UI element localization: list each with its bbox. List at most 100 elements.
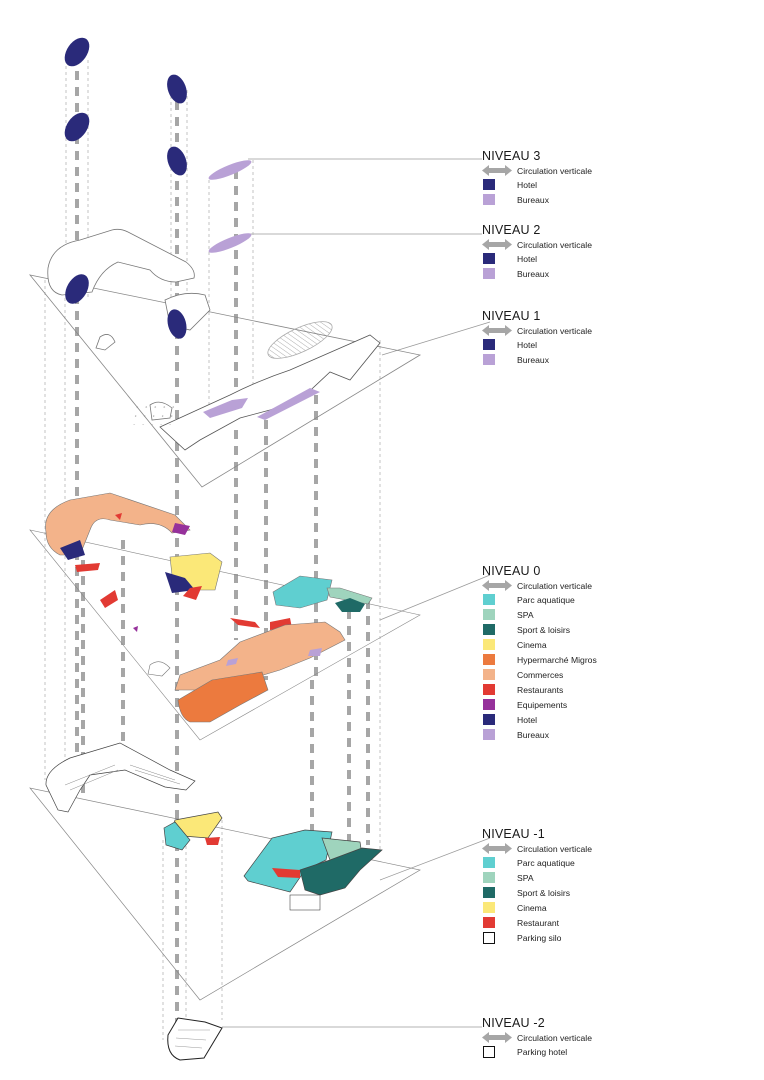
parc-aquatique-cinema (163, 821, 191, 851)
leader-line-niveau-m1 (379, 837, 491, 881)
level-1-plate (28, 274, 422, 488)
legend-item-parc-aquatique: Parc aquatique (482, 855, 652, 870)
legend-niveau-0: NIVEAU 0 Circulation verticale Parc aqua… (482, 565, 652, 742)
legend-item-equipements: Equipements (482, 697, 652, 712)
leader-lines (222, 158, 491, 1028)
parc-aquatique-swatch (483, 594, 495, 605)
legend-item-circulation: Circulation verticale (482, 238, 652, 251)
projection-lines (44, 60, 381, 1040)
level-m1-plate (29, 787, 421, 1001)
bureaux-swatch (483, 354, 495, 365)
restaurant (115, 513, 122, 520)
level-m1-plan (29, 742, 421, 1001)
legend-title: NIVEAU 2 (482, 223, 541, 237)
hotel-swatch (483, 253, 495, 264)
legend-item-hotel: Hotel (482, 177, 652, 192)
spa-level-0 (326, 587, 373, 605)
cinema-swatch (483, 902, 495, 913)
legend-item-sport-loisirs: Sport & loisirs (482, 622, 652, 637)
legend-title: NIVEAU -2 (482, 1016, 545, 1030)
stair-plan (289, 894, 321, 911)
hotel-cinema (165, 572, 195, 593)
restaurant-level-m1 (205, 837, 220, 845)
legend-item-bureaux: Bureaux (482, 266, 652, 281)
level-1-office-block (159, 334, 381, 451)
legend-niveau-m2: NIVEAU -2 Circulation verticale Parking … (482, 1017, 652, 1059)
legend-item-commerces: Commerces (482, 667, 652, 682)
equipements-swatch (483, 699, 495, 710)
legend-item-restaurants: Restaurants (482, 682, 652, 697)
restaurant-cinema (183, 586, 202, 600)
legend-title: NIVEAU 3 (482, 149, 541, 163)
sport-loisirs-level-0 (335, 598, 365, 612)
legend-title: NIVEAU 0 (482, 564, 541, 578)
hotel-disc (64, 112, 90, 142)
double-arrow-icon (482, 325, 512, 336)
level-1-roof-hatch (267, 321, 333, 359)
bureaux-level-1 (203, 398, 248, 418)
bureaux-swatch (483, 729, 495, 740)
legend-item-hotel: Hotel (482, 337, 652, 352)
commerces-swatch (483, 669, 495, 680)
hypermarche-migros (177, 671, 269, 723)
legend-item-hotel: Hotel (482, 251, 652, 266)
legend-item-hypermarche: Hypermarché Migros (482, 652, 652, 667)
legend-niveau-1: NIVEAU 1 Circulation verticale Hotel Bur… (482, 310, 652, 367)
hotel-swatch (483, 714, 495, 725)
bureaux-level-0 (308, 648, 322, 656)
legend-item-parking-silo: Parking silo (482, 930, 652, 945)
legend-item-cinema: Cinema (482, 637, 652, 652)
parking-silo (45, 742, 196, 813)
legend-niveau-m1: NIVEAU -1 Circulation verticale Parc aqu… (482, 828, 652, 945)
hotel-disc (64, 37, 90, 67)
hotel-level-0 (60, 540, 85, 560)
legend-item-circulation: Circulation verticale (482, 324, 652, 337)
legend-item-restaurant: Restaurant (482, 915, 652, 930)
equipements-small (133, 626, 138, 632)
level-m2-plan (167, 1017, 223, 1061)
double-arrow-icon (482, 843, 512, 854)
parc-aquatique-level-0 (272, 575, 333, 609)
restaurant (100, 590, 118, 608)
hotel-disc-level-1 (65, 274, 89, 304)
commerces-mall (174, 621, 346, 691)
hotel-disc (167, 74, 187, 104)
cinema-swatch (483, 639, 495, 650)
legend-item-spa: SPA (482, 607, 652, 622)
bureaux-disc (208, 160, 252, 180)
double-arrow-icon (482, 1032, 512, 1043)
hotel-disc (167, 146, 187, 176)
bureaux-level-0 (226, 658, 238, 666)
bureaux-swatch (483, 268, 495, 279)
legend-item-circulation: Circulation verticale (482, 579, 652, 592)
commerces-wing (45, 492, 191, 556)
legend-item-circulation: Circulation verticale (482, 164, 652, 177)
sport-loisirs-swatch (483, 887, 495, 898)
level-1-plan (28, 228, 422, 488)
leader-line-niveau-0 (379, 574, 491, 621)
hotel-swatch (483, 339, 495, 350)
spa-swatch (483, 609, 495, 620)
restaurants-swatch (483, 684, 495, 695)
double-arrow-icon (482, 165, 512, 176)
level-0-plan (29, 492, 421, 741)
legend-item-parc-aquatique: Parc aquatique (482, 592, 652, 607)
double-arrow-icon (482, 580, 512, 591)
parking-hotel-swatch (483, 1045, 495, 1058)
equipements-level-0 (172, 523, 190, 535)
parc-aquatique-swatch (483, 857, 495, 868)
legend-title: NIVEAU 1 (482, 309, 541, 323)
sport-loisirs-level-m1 (299, 847, 383, 896)
legend-niveau-2: NIVEAU 2 Circulation verticale Hotel Bur… (482, 224, 652, 281)
legend-item-circulation: Circulation verticale (482, 1031, 652, 1044)
legend-item-parking-hotel: Parking hotel (482, 1044, 652, 1059)
restaurant (75, 563, 100, 572)
parking-silo-swatch (483, 931, 495, 944)
hotel-disc-level-1 (167, 309, 187, 339)
restaurant (230, 618, 260, 628)
legend-item-hotel: Hotel (482, 712, 652, 727)
legend-item-bureaux: Bureaux (482, 352, 652, 367)
legend-item-circulation: Circulation verticale (482, 842, 652, 855)
sport-loisirs-swatch (483, 624, 495, 635)
double-arrow-icon (482, 239, 512, 250)
